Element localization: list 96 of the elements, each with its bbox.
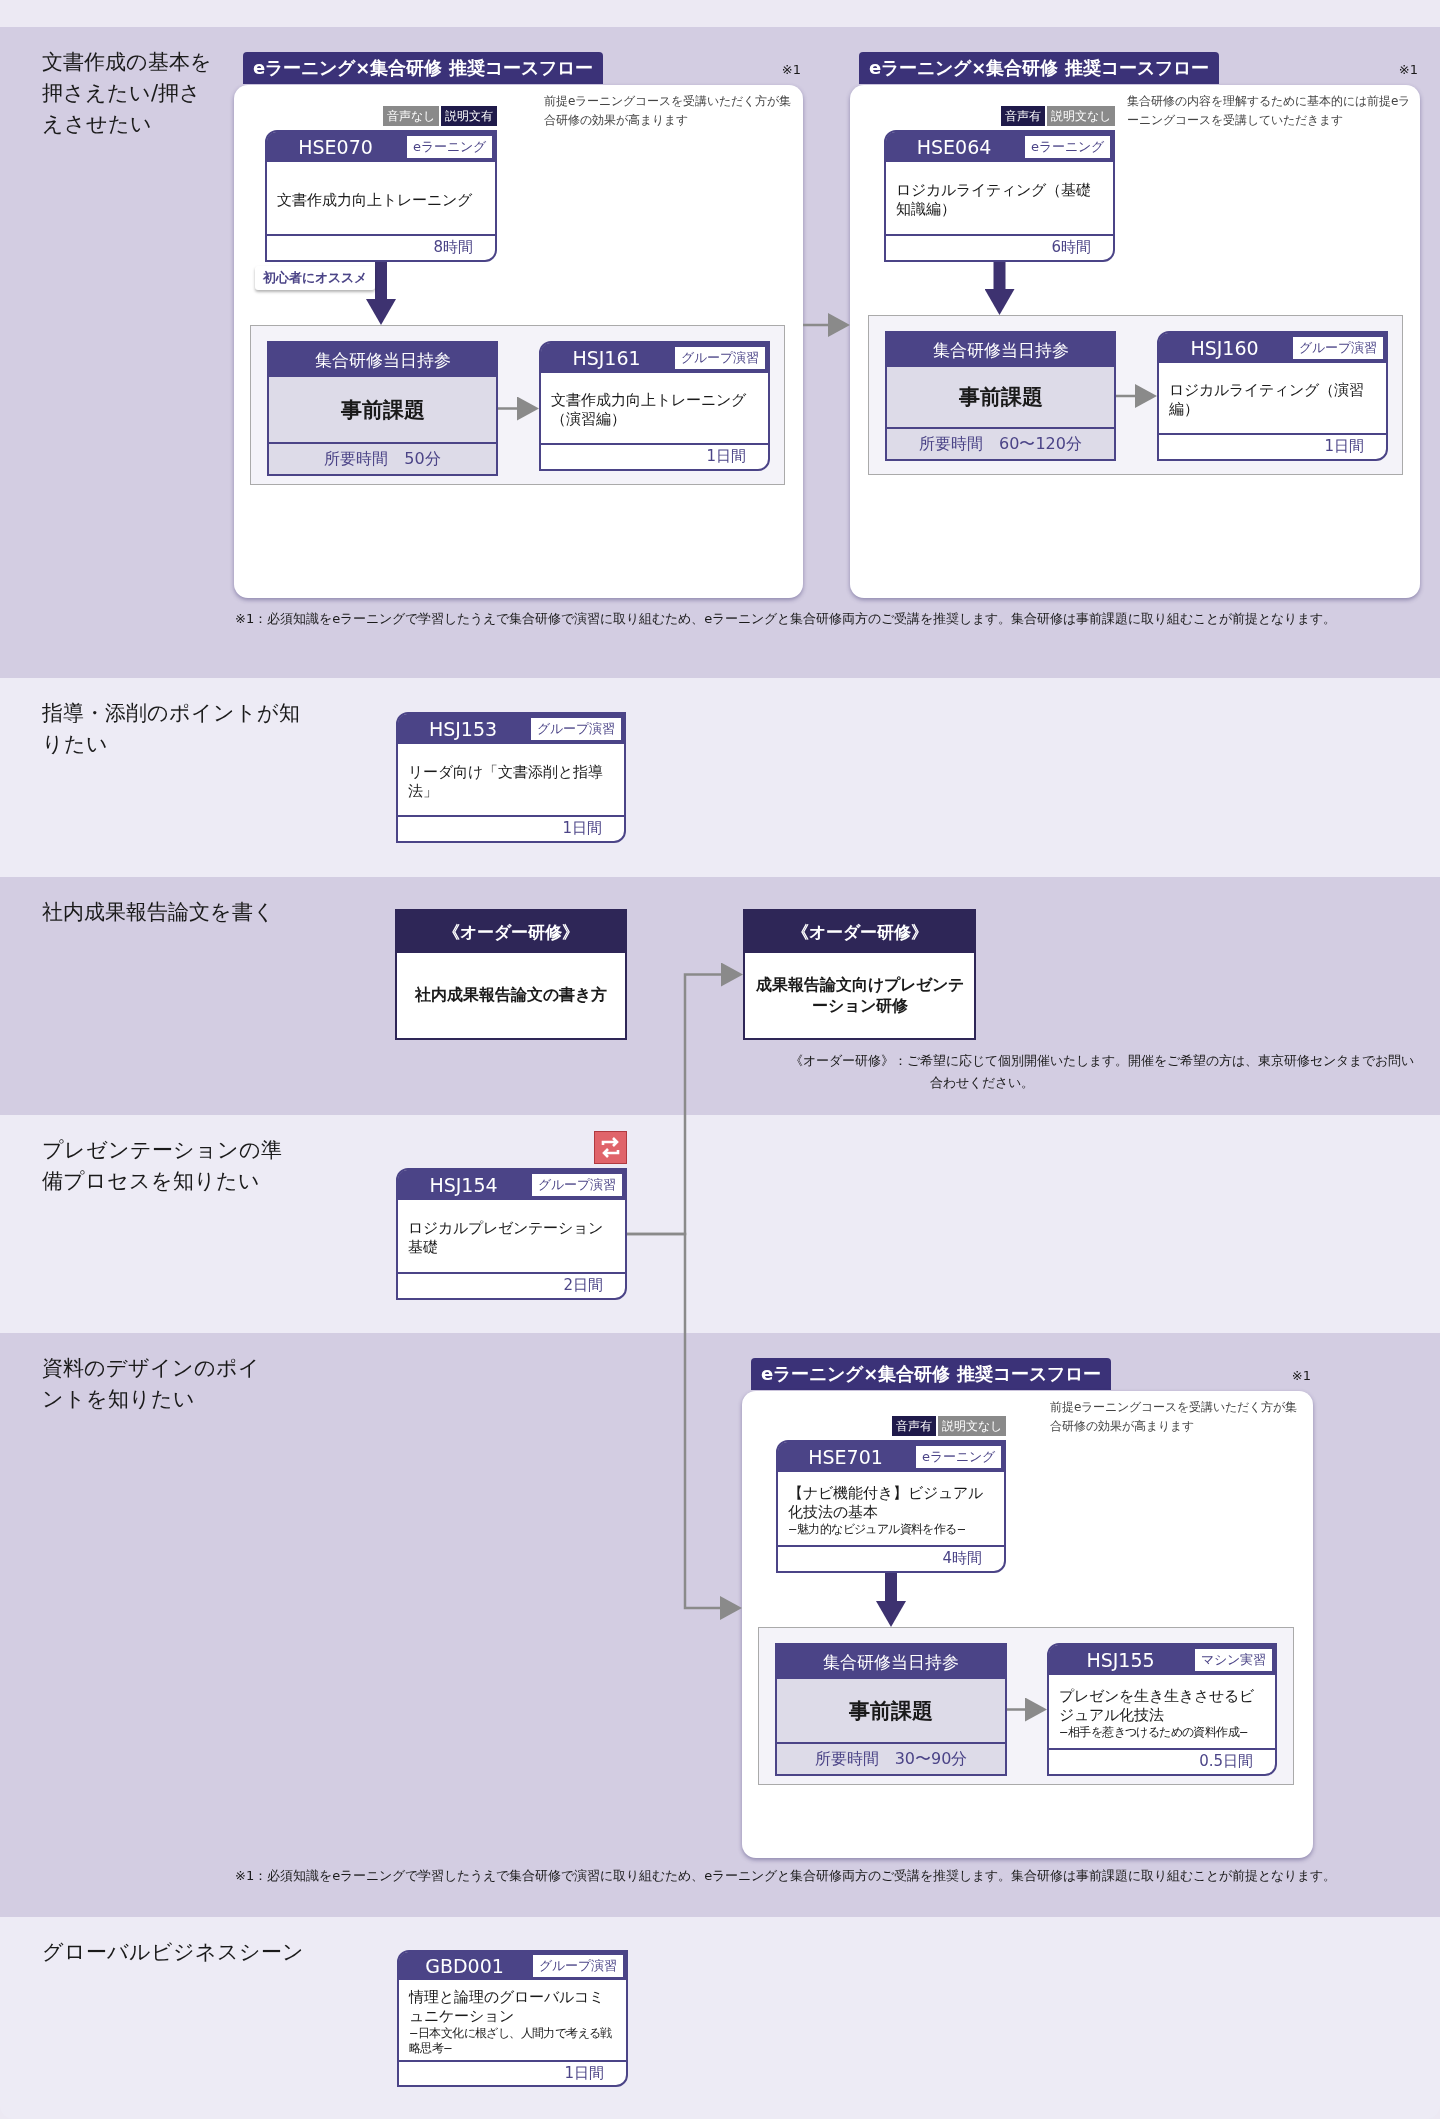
arrow	[1116, 384, 1157, 408]
audio-tag: 音声有	[1001, 106, 1045, 126]
duration-text: 1日間	[564, 2064, 604, 2082]
audio-tag: 音声なし	[383, 106, 439, 126]
course-type-tag: eラーニング	[406, 135, 493, 159]
category-heading: 社内成果報告論文を書く	[42, 899, 276, 926]
flow-title-tab: eラーニング×集合研修 推奨コースフロー	[243, 52, 603, 84]
recommend-tag: 初心者にオススメ	[255, 266, 375, 290]
course-type-tag: グループ演習	[1292, 336, 1384, 360]
time-required: 所要時間 50分	[269, 442, 496, 474]
course-title: ロジカルプレゼンテーション基礎	[408, 1219, 604, 1257]
note-text: 前提eラーニングコースを受講いただく方が集合研修の効果が高まります	[544, 93, 793, 129]
category-heading: グローバルビジネスシーン	[42, 1939, 305, 1966]
course-code: GBD001	[424, 1955, 505, 1977]
course-code: HSJ153	[427, 718, 499, 740]
audio-tag: 音声有	[892, 1416, 936, 1436]
duration-text: 1日間	[1324, 437, 1364, 455]
section-header: 集合研修当日持参	[887, 333, 1114, 367]
prep-group-box	[868, 315, 1403, 475]
flow-title-tab: eラーニング×集合研修 推奨コースフロー	[751, 1358, 1111, 1390]
course-type-tag: グループ演習	[530, 717, 622, 741]
course-title: 情理と論理のグローバルコミュニケーション	[409, 1988, 605, 2026]
duration-text: 8時間	[433, 238, 473, 256]
order-course-card	[743, 909, 976, 1040]
arrow	[803, 313, 850, 337]
footnote: ※1：必須知識をeラーニングで学習したうえで集合研修で演習に取り組むため、eラーニングと集合研修両方のご受講を推奨します。集合研修は事前課題に取り組むことが前提となります。	[235, 1867, 1338, 1885]
arrow	[498, 396, 539, 421]
course-code: HSJ155	[1085, 1649, 1156, 1671]
course-title: 社内成果報告論文の書き方	[414, 984, 608, 1006]
order-course-card	[395, 909, 627, 1040]
duration-text: 4時間	[942, 1549, 982, 1567]
footnote: ※1：必須知識をeラーニングで学習したうえで集合研修で演習に取り組むため、eラーニングと集合研修両方のご受講を推奨します。集合研修は事前課題に取り組むことが前提となります。	[235, 610, 1338, 628]
category-band	[0, 877, 1440, 1115]
arrow	[1007, 1697, 1047, 1722]
assignment-card	[775, 1643, 1007, 1776]
note-text: 《オーダー研修》：ご希望に応じて個別開催いたします。開催をご希望の方は、東京研修センタまでお問い合わせください。	[790, 1052, 1415, 1092]
section-header: 《オーダー研修》	[397, 911, 625, 953]
course-type-tag: eラーニング	[915, 1445, 1002, 1469]
section-header: 集合研修当日持参	[269, 343, 496, 377]
footnote-mark: ※1	[1291, 1368, 1311, 1383]
course-code: HSE064	[915, 136, 993, 158]
flow-title-tab: eラーニング×集合研修 推奨コースフロー	[859, 52, 1219, 84]
assignment-card	[267, 341, 498, 476]
course-title: 文書作成力向上トレーニング（演習編）	[551, 391, 747, 429]
course-title: ロジカルライティング（基礎知識編）	[896, 181, 1092, 219]
course-code: HSJ161	[571, 347, 642, 369]
duration-text: 0.5日間	[1199, 1752, 1253, 1770]
course-type-tag: eラーニング	[1024, 135, 1111, 159]
arrow	[984, 262, 1015, 315]
footnote-mark: ※1	[1398, 62, 1418, 77]
course-code: HSE701	[807, 1446, 884, 1468]
course-type-tag: グループ演習	[531, 1173, 623, 1197]
course-title: リーダ向け「文書添削と指導法」	[408, 762, 604, 801]
course-title: 成果報告論文向けプレゼンテーション研修	[754, 973, 965, 1017]
category-heading: 指導・添削のポイントが知りたい	[42, 700, 301, 758]
course-title: 【ナビ機能付き】ビジュアル化技法の基本	[788, 1484, 984, 1522]
course-type-tag: マシン実習	[1194, 1648, 1273, 1672]
arrow	[876, 1573, 906, 1627]
duration-text: 2日間	[563, 1276, 603, 1294]
audio-tag: 説明文なし	[938, 1416, 1006, 1436]
assignment-title: 事前課題	[339, 396, 426, 424]
note-text: 前提eラーニングコースを受講いただく方が集合研修の効果が高まります	[1050, 1399, 1299, 1435]
course-title: 文書作成力向上トレーニング	[277, 190, 473, 210]
audio-tag: 説明文有	[441, 106, 497, 126]
course-code: HSJ154	[428, 1174, 499, 1196]
arrow	[627, 1232, 742, 1620]
audio-tag: 説明文なし	[1047, 106, 1115, 126]
course-title: ロジカルライティング（演習編）	[1169, 381, 1365, 419]
assignment-title: 事前課題	[957, 384, 1044, 411]
assignment-title: 事前課題	[848, 1697, 934, 1725]
prep-group-box	[758, 1627, 1294, 1785]
note-text: 集合研修の内容を理解するために基本的には前提eラーニングコースを受講していただきます	[1127, 93, 1412, 129]
duration-text: 6時間	[1051, 238, 1091, 256]
course-title: プレゼンを生き生きさせるビジュアル化技法	[1059, 1687, 1255, 1725]
course-subtitle: −日本文化に根ざし、人間力で考える戦略思考−	[409, 2026, 613, 2056]
section-header: 《オーダー研修》	[745, 911, 974, 953]
course-type-tag: グループ演習	[532, 1954, 624, 1978]
time-required: 所要時間 60〜120分	[887, 427, 1114, 459]
arrow	[366, 262, 396, 325]
course-subtitle: −相手を惹きつけるための資料作成−	[1059, 1725, 1250, 1740]
section-header: 集合研修当日持参	[777, 1645, 1005, 1679]
course-subtitle: −魅力的なビジュアル資料を作る−	[788, 1522, 967, 1537]
duration-text: 1日間	[706, 447, 746, 465]
assignment-card	[885, 331, 1116, 461]
course-type-tag: グループ演習	[674, 346, 766, 370]
category-heading: プレゼンテーションの準備プロセスを知りたい	[42, 1137, 283, 1195]
time-required: 所要時間 30〜90分	[777, 1742, 1005, 1774]
category-band	[0, 27, 1440, 678]
course-code: HSJ160	[1189, 337, 1260, 359]
course-code: HSE070	[297, 136, 374, 158]
category-heading: 資料のデザインのポイントを知りたい	[42, 1355, 261, 1413]
category-heading: 文書作成の基本を押さえたい/押さえさせたい	[42, 49, 213, 138]
prep-group-box	[250, 325, 785, 485]
footnote-mark: ※1	[781, 62, 801, 77]
duration-text: 1日間	[562, 819, 602, 837]
category-band	[0, 1333, 1440, 1917]
